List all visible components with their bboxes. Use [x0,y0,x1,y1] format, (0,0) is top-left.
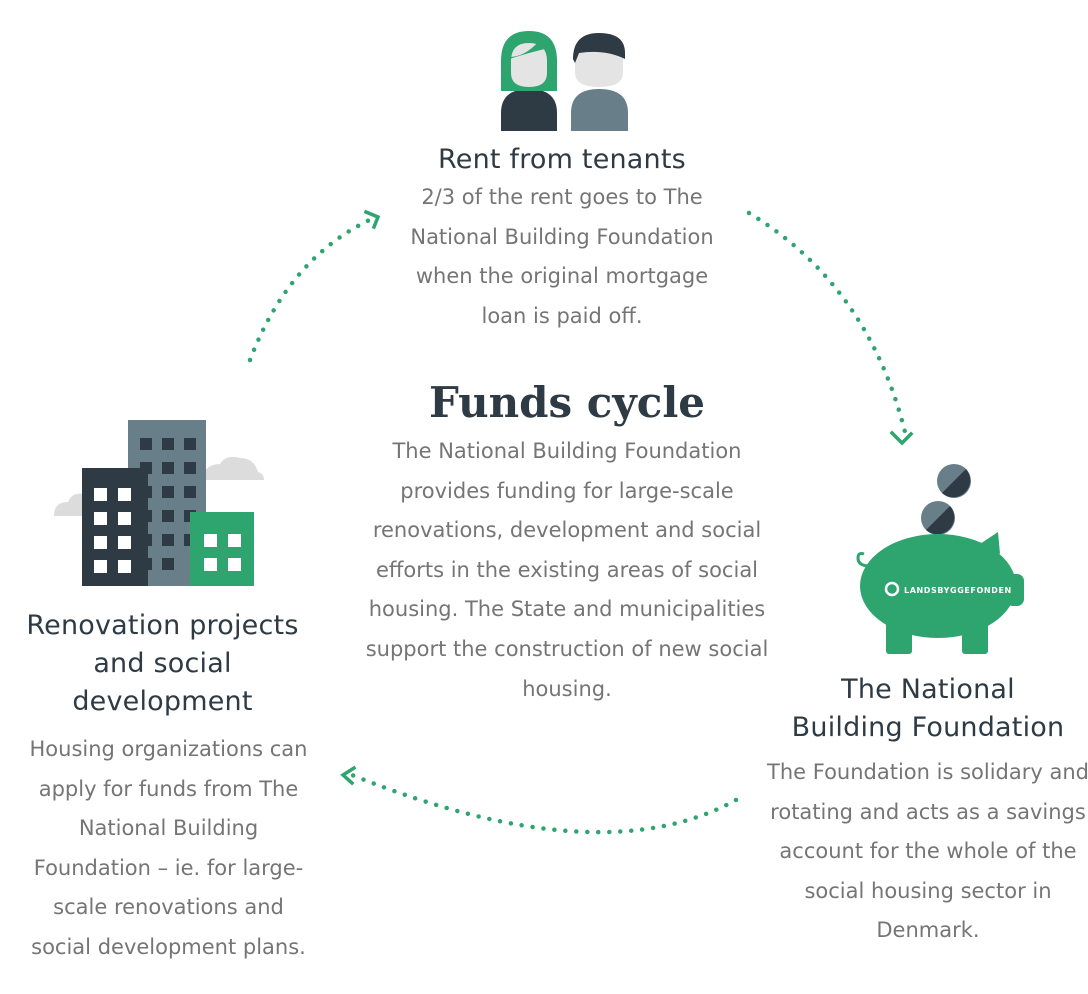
center-block: Funds cycle The National Building Founda… [352,378,782,709]
svg-text:LANDSBYGGEFONDEN: LANDSBYGGEFONDEN [904,586,1012,595]
foundation-text: The Foundation is solidary and rotating … [767,760,1088,943]
coin-icon [921,501,955,535]
tenants-text: 2/3 of the rent goes to The National Bui… [410,185,714,328]
landsbyggefonden-logo: LANDSBYGGEFONDEN [884,581,1012,597]
arrow-renovation-to-tenants [247,209,381,363]
buildings-icon [54,420,264,586]
tenants-heading: Rent from tenants [438,144,686,175]
arrow-foundation-to-renovation [340,765,739,835]
piggy-bank-icon: LANDSBYGGEFONDEN [856,464,1024,654]
renovation-heading: Renovation projects and social developme… [26,610,299,717]
foundation-heading: The National Building Foundation [791,674,1065,743]
node-tenants: Rent from tenants 2/3 of the rent goes t… [362,141,762,336]
arrow-tenants-to-foundation [746,210,914,446]
tenants-icon [501,31,628,131]
node-foundation: The National Building Foundation The Fou… [760,671,1088,951]
diagram-description: The National Building Foundation provide… [365,439,769,701]
node-renovation: Renovation projects and social developme… [0,607,325,968]
renovation-text: Housing organizations can apply for fund… [29,737,308,959]
diagram-title: Funds cycle [428,378,705,427]
coin-icon [937,464,971,498]
